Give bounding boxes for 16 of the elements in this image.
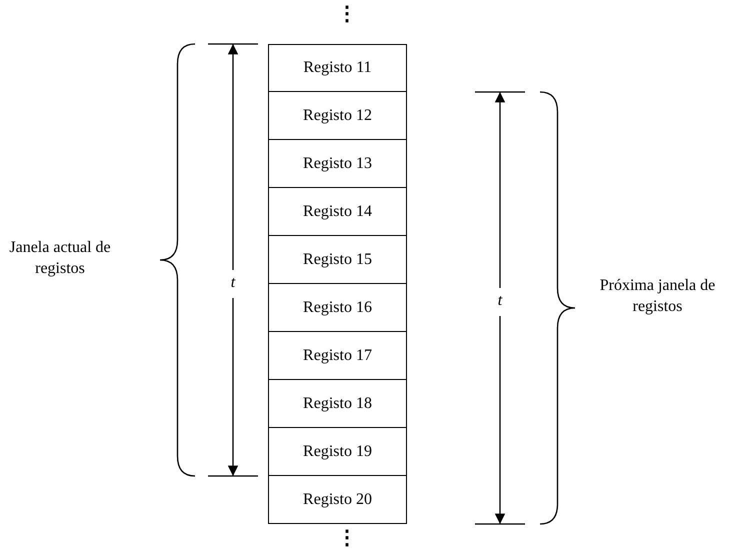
register-cell: Registo 20: [268, 475, 407, 524]
register-cell: Registo 14: [268, 187, 407, 236]
register-cell: Registo 12: [268, 91, 407, 140]
register-cell: Registo 16: [268, 283, 407, 332]
register-cell: Registo 11: [268, 44, 407, 92]
register-cell: Registo 15: [268, 235, 407, 284]
register-cell: Registo 17: [268, 331, 407, 380]
window-label: Janela actual de registos: [8, 238, 112, 279]
ellipsis-mark: ⋮: [337, 2, 357, 26]
dimension-label: t: [496, 291, 504, 311]
dimension-label: t: [230, 273, 236, 293]
register-cell: Registo 19: [268, 427, 407, 476]
ellipsis-mark: ⋮: [337, 526, 357, 550]
register-cell: Registo 13: [268, 139, 407, 188]
register-cell: Registo 18: [268, 379, 407, 428]
window-label: Próxima janela de registos: [598, 276, 716, 317]
